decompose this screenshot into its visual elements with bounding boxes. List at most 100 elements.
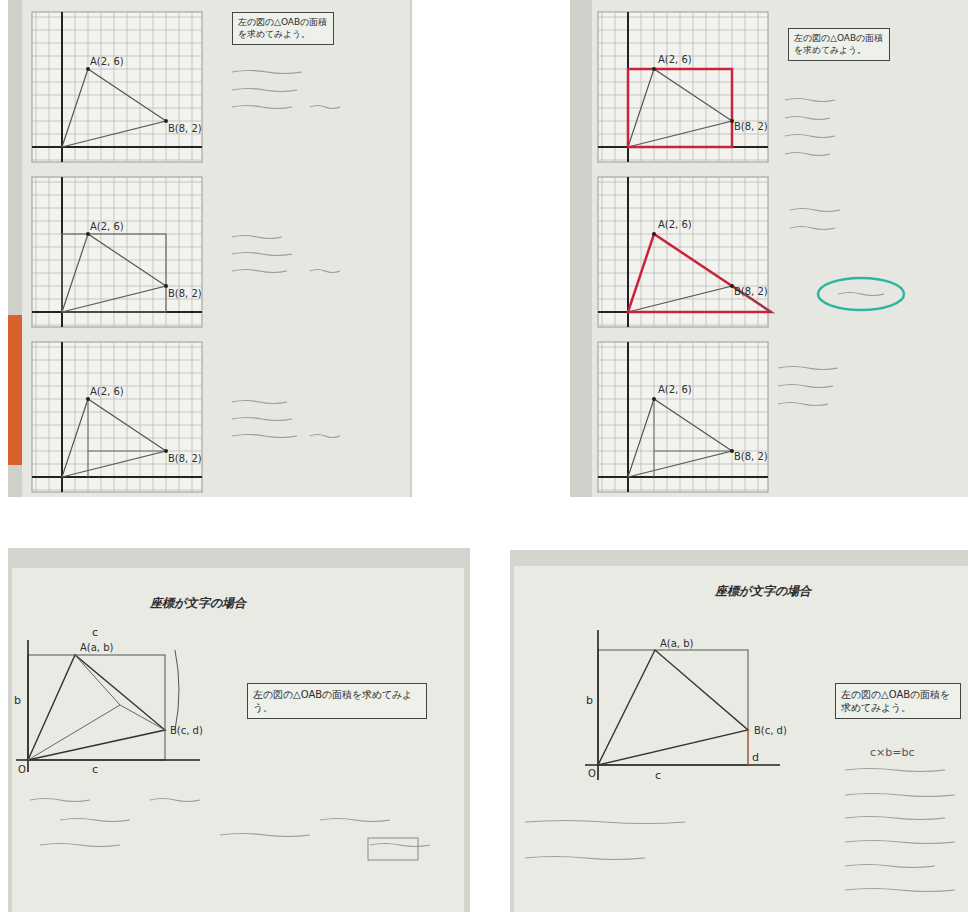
- grid-line: [602, 177, 603, 327]
- point-label: c: [655, 770, 661, 783]
- point-label: A(2, 6): [658, 384, 692, 396]
- pencil-writing: [232, 71, 302, 74]
- point-label: B(8, 2): [168, 123, 202, 135]
- point-label: A(a, b): [80, 642, 113, 654]
- pencil-writing: [232, 236, 282, 239]
- pencil-writing: [310, 270, 340, 273]
- point-label: c: [92, 764, 98, 777]
- grid-line: [32, 477, 202, 478]
- point-label: A(2, 6): [90, 56, 124, 68]
- grid-line: [758, 342, 759, 492]
- pencil-writing: [320, 819, 390, 822]
- grid-line: [36, 342, 37, 492]
- grid-line: [615, 177, 616, 327]
- triangle-oab: [62, 234, 166, 312]
- grid-line: [32, 438, 202, 439]
- point-label: A(2, 6): [90, 386, 124, 398]
- green-circle: [818, 278, 904, 310]
- grid-line: [598, 325, 768, 326]
- answer-box: [368, 838, 418, 860]
- grid-line: [62, 12, 63, 162]
- grid-line: [598, 260, 768, 261]
- point-a: [86, 232, 90, 236]
- split-line: [88, 399, 89, 477]
- grid-line: [598, 373, 768, 374]
- pencil-writing: [778, 367, 838, 370]
- spacer: [299, 842, 300, 872]
- point-b: [164, 449, 168, 453]
- grid-line: [32, 30, 202, 31]
- orange-mark: [747, 730, 748, 765]
- pencil-writing: [845, 889, 955, 892]
- pencil-writing: [845, 865, 935, 868]
- grid-line: [179, 342, 180, 492]
- grid-line: [140, 177, 141, 327]
- pencil-writing: [838, 293, 884, 296]
- grid-line: [32, 43, 202, 44]
- grid-line: [598, 399, 768, 400]
- triangle-oab: [628, 234, 732, 312]
- x-axis: [32, 476, 202, 478]
- grid-line: [153, 12, 154, 162]
- photo-ground: [8, 548, 470, 912]
- grid-panel: [32, 177, 202, 327]
- point-a: [652, 232, 656, 236]
- instruction-text: 左の図の△OABの面積を求めてみよう。: [253, 688, 421, 714]
- grid-line: [75, 177, 76, 327]
- grid-line: [32, 451, 202, 452]
- pencil-writing: [232, 89, 297, 92]
- grid-line: [693, 342, 694, 492]
- grid-line: [598, 273, 768, 274]
- grid-line: [32, 82, 202, 83]
- point-label: A(2, 6): [90, 221, 124, 233]
- grid-line: [36, 177, 37, 327]
- sheet-title: 座標が文字の場合: [715, 585, 811, 599]
- grid-line: [598, 160, 768, 161]
- grid-line: [127, 342, 128, 492]
- grid-line: [598, 234, 768, 235]
- grid-line: [32, 95, 202, 96]
- pencil-writing: [845, 841, 955, 844]
- grid-line: [745, 177, 746, 327]
- photo-ground: [570, 0, 968, 497]
- grid-line: [598, 347, 768, 348]
- grid-line: [32, 273, 202, 274]
- sheet-title: 座標が文字の場合: [150, 597, 246, 611]
- grid-line: [32, 399, 202, 400]
- split-line: [28, 705, 120, 760]
- split-line: [654, 399, 655, 477]
- grid-line: [598, 17, 768, 18]
- grid-line: [192, 342, 193, 492]
- grid-line: [36, 12, 37, 162]
- grid-line: [88, 12, 89, 162]
- grid-line: [719, 177, 720, 327]
- grid-line: [32, 360, 202, 361]
- point-label: B(8, 2): [734, 121, 768, 133]
- grid-line: [628, 177, 629, 327]
- grid-panel: [598, 342, 768, 492]
- grid-line: [127, 12, 128, 162]
- grid-line: [758, 12, 759, 162]
- instruction-box: 左の図の△OABの面積を求めてみよう。: [232, 12, 334, 45]
- grid-line: [32, 347, 202, 348]
- point-label: B(c, d): [170, 725, 203, 737]
- photo-ground: [510, 550, 968, 912]
- point-label: d: [752, 752, 759, 765]
- grid-line: [706, 342, 707, 492]
- grid-line: [32, 108, 202, 109]
- grid-line: [693, 12, 694, 162]
- grid-line: [140, 342, 141, 492]
- instruction-text: 左の図の△OABの面積を求めてみよう。: [794, 33, 884, 56]
- grid-line: [32, 195, 202, 196]
- grid-panel: [32, 12, 202, 162]
- point-label: c: [92, 627, 98, 640]
- grid-line: [598, 182, 768, 183]
- grid-line: [598, 425, 768, 426]
- grid-line: [75, 342, 76, 492]
- pencil-writing: [845, 817, 945, 820]
- grid-line: [598, 195, 768, 196]
- pencil-writing: [30, 799, 90, 802]
- grid-line: [88, 342, 89, 492]
- point-label: A(a, b): [660, 638, 693, 650]
